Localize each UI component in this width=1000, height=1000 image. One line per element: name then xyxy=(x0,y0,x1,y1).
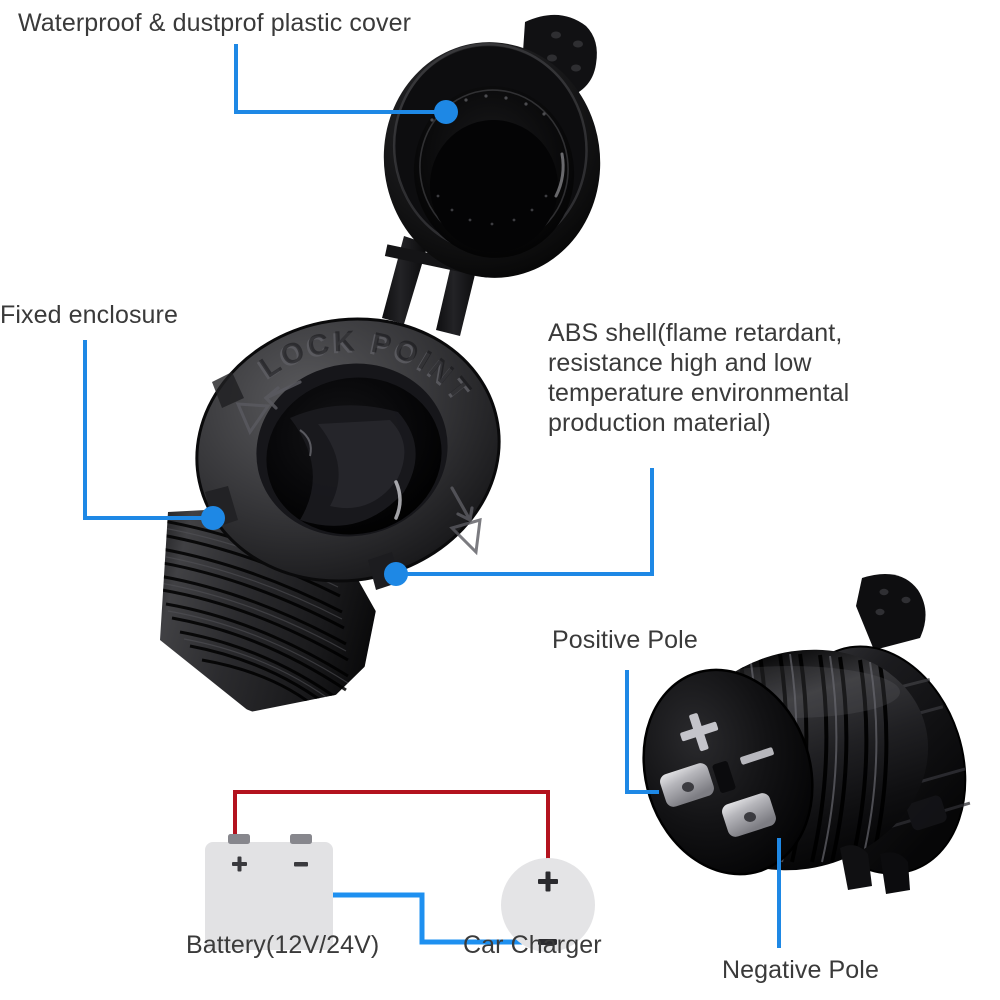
rear-plus-symbol xyxy=(680,713,719,752)
abs-shell-line-2: resistance high and low xyxy=(548,349,812,377)
abs-shell-line-3: temperature environmental xyxy=(548,379,850,407)
socket-body-art: LOCK POINT LOCK POINT xyxy=(160,317,501,712)
callout-label-positive-pole: Positive Pole xyxy=(552,626,698,654)
callout-label-fixed-enclosure: Fixed enclosure xyxy=(0,301,178,329)
callout-label-abs-shell: ABS shell(flame retardant, resistance hi… xyxy=(548,318,968,438)
charger-symbol xyxy=(501,858,595,952)
positive-blade xyxy=(660,763,714,807)
abs-shell-line-1: ABS shell(flame retardant, xyxy=(548,319,843,347)
battery-caption: Battery(12V/24V) xyxy=(186,931,380,959)
callout-label-waterproof-cover: Waterproof & dustprof plastic cover xyxy=(18,9,412,37)
negative-blade xyxy=(722,793,776,837)
callout-label-negative-pole: Negative Pole xyxy=(722,956,879,984)
battery-symbol xyxy=(205,834,333,950)
socket-rear-art xyxy=(642,574,971,894)
waterproof-cover-art xyxy=(382,14,601,336)
abs-shell-line-4: production material) xyxy=(548,409,771,437)
wiring-diagram-art xyxy=(205,790,595,952)
positive-wire xyxy=(233,790,550,868)
charger-caption: Car Charger xyxy=(463,931,602,959)
rear-minus-symbol xyxy=(740,747,774,765)
